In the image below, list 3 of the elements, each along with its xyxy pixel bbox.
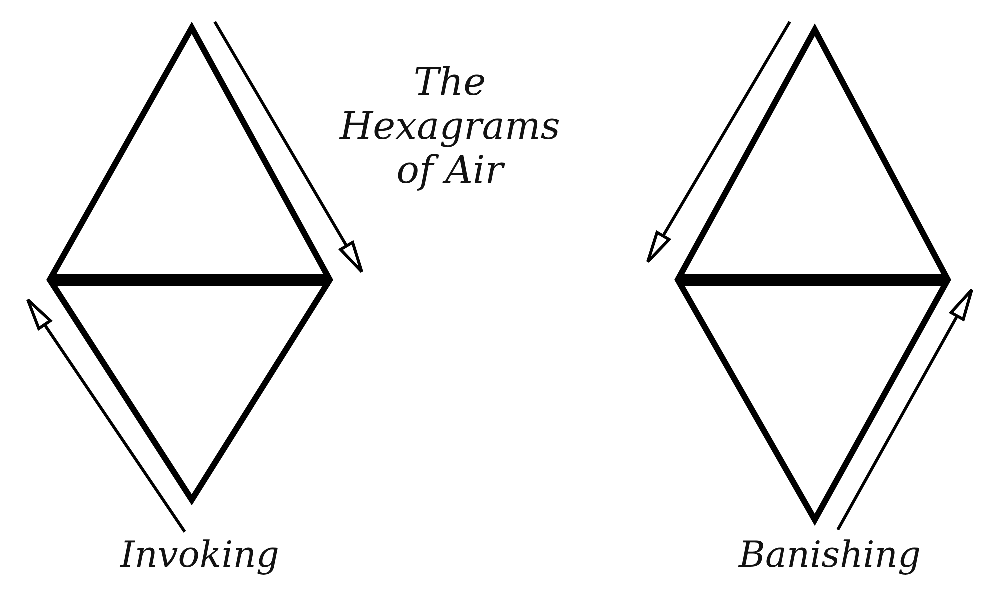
caption: Invoking bbox=[119, 535, 280, 576]
title: The Hexagrams of Air bbox=[340, 60, 560, 192]
caption: Banishing bbox=[738, 535, 922, 576]
